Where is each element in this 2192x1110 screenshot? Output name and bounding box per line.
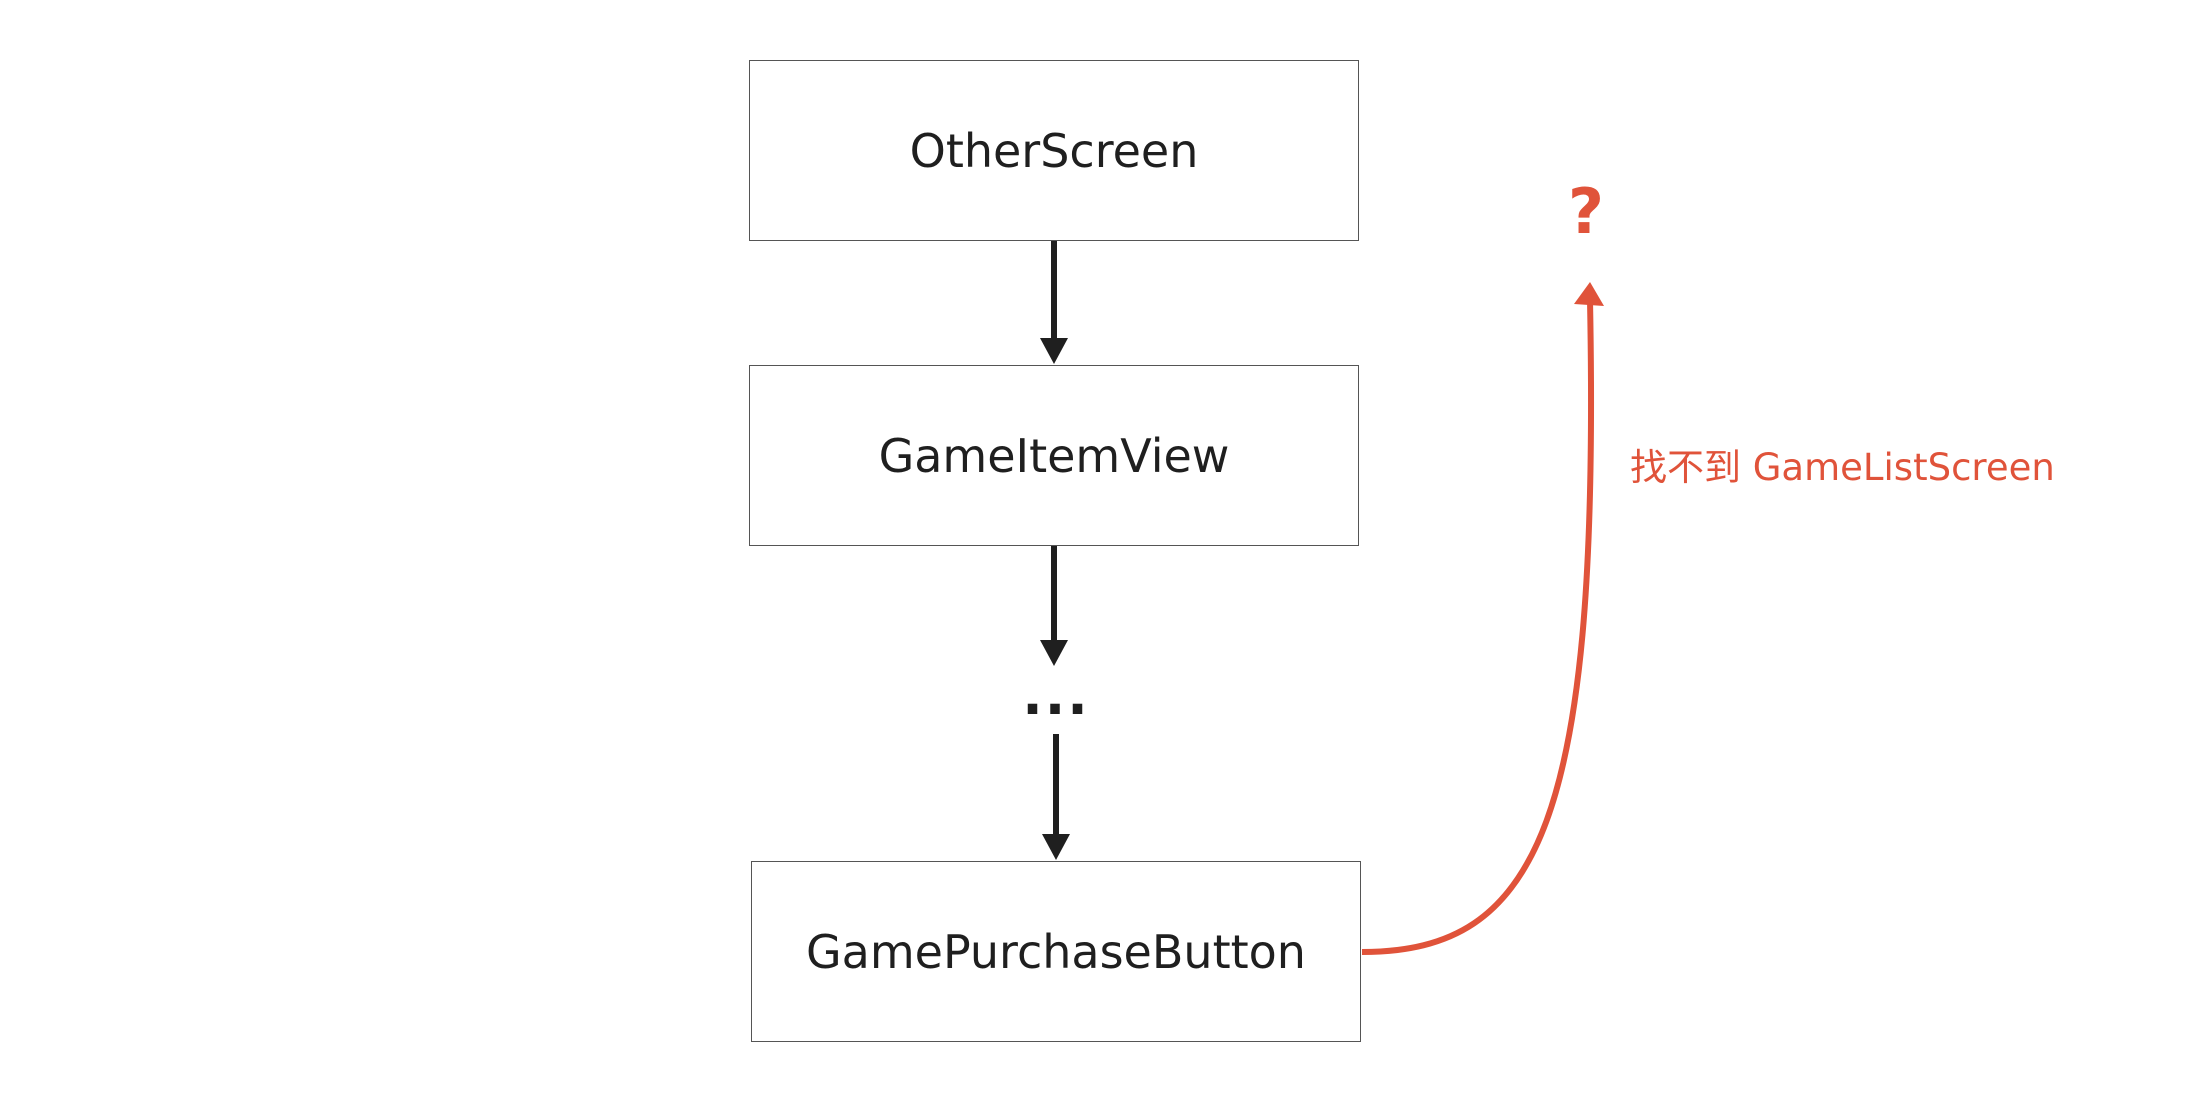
arrowhead-ellipsis-to-button	[1042, 834, 1070, 860]
arrowhead-button-to-question	[1574, 282, 1604, 306]
node-game-purchase-button-label: GamePurchaseButton	[806, 924, 1306, 979]
annotation-not-found: 找不到 GameListScreen	[1630, 446, 2055, 489]
question-mark: ?	[1568, 175, 1604, 248]
ellipsis: ...	[1022, 664, 1090, 727]
node-other-screen: OtherScreen	[749, 60, 1359, 241]
node-game-purchase-button: GamePurchaseButton	[751, 861, 1361, 1042]
arrow-button-to-question	[1361, 299, 1595, 955]
node-game-item-view-label: GameItemView	[878, 428, 1230, 483]
node-other-screen-label: OtherScreen	[909, 123, 1199, 178]
arrowhead-item-to-ellipsis	[1040, 640, 1068, 666]
node-game-item-view: GameItemView	[749, 365, 1359, 546]
arrowhead-other-to-item	[1040, 338, 1068, 364]
